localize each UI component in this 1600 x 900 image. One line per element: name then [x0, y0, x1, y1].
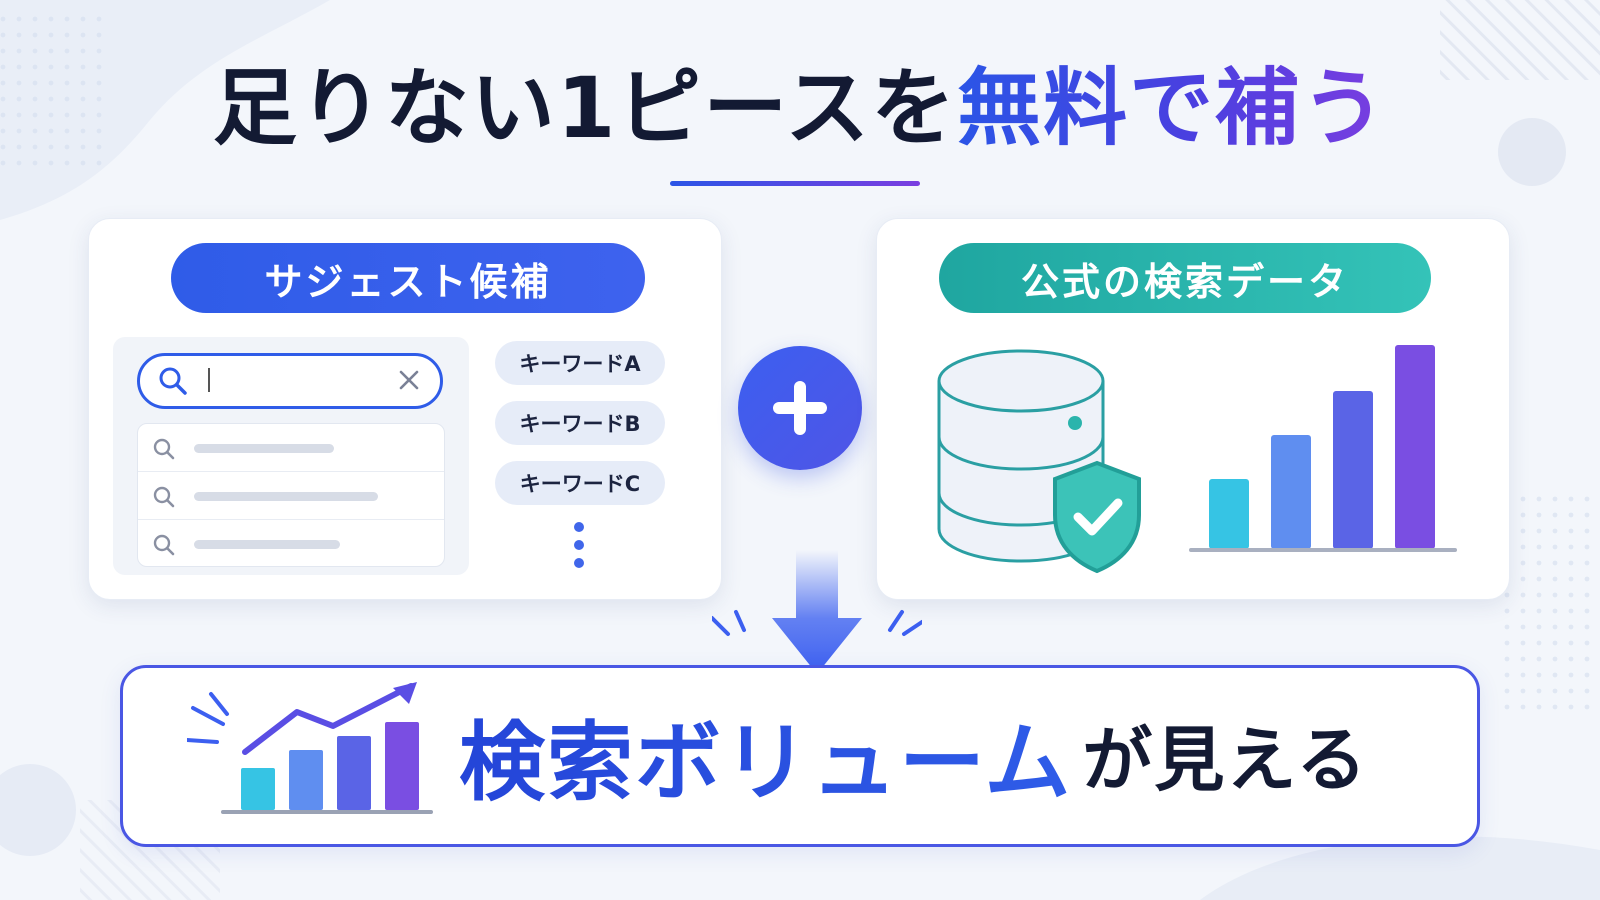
- bar-chart-icon: [1189, 345, 1457, 552]
- plus-icon: [765, 373, 835, 447]
- suggest-label: サジェスト候補: [171, 243, 645, 313]
- suggest-list: [137, 423, 445, 567]
- down-arrow-icon: [712, 550, 922, 674]
- trending-chart-icon: [187, 682, 433, 814]
- title-underline: [670, 181, 920, 186]
- search-icon: [152, 533, 176, 561]
- search-icon: [158, 366, 188, 400]
- official-data-card: 公式の検索データ: [876, 218, 1510, 600]
- keyword-chip[interactable]: キーワードB: [495, 401, 665, 445]
- plus-badge: [738, 346, 862, 470]
- result-main-text: 検索ボリューム: [459, 692, 1072, 817]
- shield-check-icon: [1053, 460, 1141, 574]
- search-icon: [152, 437, 176, 465]
- result-banner: 検索ボリューム が見える: [120, 665, 1480, 847]
- vertical-dots-icon: [573, 521, 585, 575]
- search-mockup: [113, 337, 469, 575]
- placeholder-bar: [194, 444, 334, 453]
- close-icon[interactable]: [396, 367, 422, 397]
- list-item[interactable]: [138, 424, 444, 472]
- search-input[interactable]: [137, 353, 443, 409]
- placeholder-bar: [194, 540, 340, 549]
- suggest-card: サジェスト候補: [88, 218, 722, 600]
- page-title: 足りない1ピースを無料で補う: [0, 58, 1600, 159]
- text-caret: [208, 368, 210, 392]
- title-accent: 無料で補う: [957, 59, 1388, 157]
- result-tail-text: が見える: [1082, 718, 1369, 801]
- keyword-chip[interactable]: キーワードC: [495, 461, 665, 505]
- list-item[interactable]: [138, 520, 444, 566]
- placeholder-bar: [194, 492, 378, 501]
- list-item[interactable]: [138, 472, 444, 520]
- result-text: 検索ボリューム が見える: [459, 694, 1368, 814]
- search-icon: [152, 485, 176, 513]
- official-data-label: 公式の検索データ: [939, 243, 1431, 313]
- keyword-chip[interactable]: キーワードA: [495, 341, 665, 385]
- title-prefix: 足りない1ピースを: [212, 59, 958, 157]
